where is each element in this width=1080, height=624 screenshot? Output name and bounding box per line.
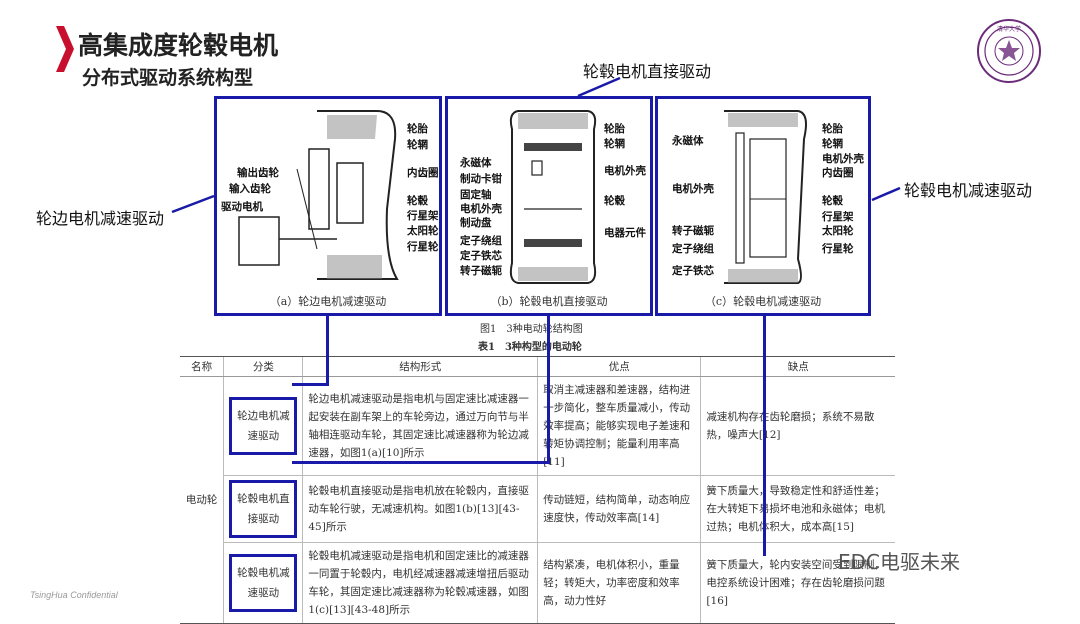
panel-c: 轮胎 永磁体 轮辋 电机外壳 内齿圈 电机外壳 轮毂 行星架 转子磁轭 太阳轮 … [655, 96, 871, 316]
connector-b [547, 316, 550, 464]
label-b-9: 电器元件 [604, 227, 646, 239]
table-row: 轮毂电机减速驱动 轮毂电机减速驱动是指电机和固定速比的减速器一同置于轮毂内，电机… [180, 542, 895, 624]
cons-1: 簧下质量大，导致稳定性和舒适性差；在大转矩下易损坏电池和永磁体；电机过热；电机体… [700, 475, 895, 543]
label-c-6: 轮毂 [822, 195, 843, 207]
connector-c [763, 316, 766, 556]
structure-0: 轮边电机减速驱动是指电机与固定速比减速器一起安装在副车架上的车轮旁边，通过万向节… [302, 376, 538, 476]
figure-caption: 图1 3种电动轮结构图 [480, 324, 583, 335]
category-wheel-side: 轮边电机减速驱动 [229, 397, 298, 455]
label-c-2: 轮辋 [822, 138, 843, 150]
label-a-3: 内齿圈 [407, 167, 439, 179]
label-c-12: 定子铁芯 [672, 265, 714, 277]
panel-b: 轮胎 轮辋 永磁体 电机外壳 制动卡钳 固定轴 轮毂 电机外壳 制动盘 电器元件… [445, 96, 653, 316]
callout-hub-reduction: 轮毂电机减速驱动 [904, 181, 1033, 200]
page-subtitle: 分布式驱动系统构型 [82, 67, 254, 89]
label-c-0: 轮胎 [822, 123, 843, 135]
label-a-9: 行星轮 [407, 241, 439, 253]
panel-a: 轮胎 轮辋 输出齿轮 内齿圈 输入齿轮 驱动电机 轮毂 行星架 太阳轮 行星轮 … [214, 96, 442, 316]
group-name: 电动轮 [180, 376, 224, 624]
caption-c: （c）轮毂电机减速驱动 [704, 295, 822, 308]
label-b-0: 轮胎 [604, 123, 625, 135]
label-b-5: 固定轴 [460, 189, 492, 201]
label-b-12: 转子磁轭 [460, 265, 502, 277]
label-c-7: 行星架 [822, 211, 854, 223]
caption-b: （b）轮毂电机直接驱动 [490, 295, 608, 308]
direct-drive-diagram [509, 110, 597, 284]
label-b-11: 定子铁芯 [460, 250, 502, 262]
label-b-2: 永磁体 [460, 157, 492, 169]
callout-wheel-side: 轮边电机减速驱动 [36, 209, 165, 228]
footer-text: TsingHua Confidential [30, 590, 118, 600]
header-pros: 优点 [537, 356, 701, 377]
label-a-1: 轮辋 [407, 139, 428, 151]
label-a-6: 轮毂 [407, 195, 428, 207]
logo-text: 清华大学 [997, 25, 1021, 33]
connector-a [326, 316, 329, 386]
label-b-10: 定子绕组 [460, 235, 502, 247]
category-direct: 轮毂电机直接驱动 [229, 480, 298, 538]
label-a-2: 输出齿轮 [237, 167, 279, 179]
label-c-1: 永磁体 [672, 135, 704, 147]
university-seal-logo: 清华大学 [977, 19, 1041, 83]
table-row: 电动轮 轮边电机减速驱动 轮边电机减速驱动是指电机与固定速比减速器一起安装在副车… [180, 376, 895, 624]
label-a-8: 太阳轮 [407, 225, 439, 237]
cons-0: 减速机构存在齿轮磨损；系统不易散热，噪声大[12] [700, 376, 895, 476]
label-c-9: 太阳轮 [822, 225, 854, 237]
label-b-1: 轮辋 [604, 138, 625, 150]
header-name: 名称 [180, 356, 224, 377]
label-c-4: 内齿圈 [822, 167, 854, 179]
pros-1: 传动链短，结构简单，动态响应速度快，传动效率高[14] [537, 475, 701, 543]
page-title: 高集成度轮毂电机 [78, 31, 279, 60]
watermark-text: EDC电驱未来 [838, 550, 961, 574]
table-row: 轮毂电机直接驱动 轮毂电机直接驱动是指电机放在轮毂内，直接驱动车轮行驶，无减速机… [180, 475, 895, 543]
caption-a: （a）轮边电机减速驱动 [269, 295, 387, 308]
table-header-row: 名称 分类 结构形式 优点 缺点 [180, 356, 895, 377]
pros-0: 取消主减速器和差速器，结构进一步简化，整车质量减小，传动效率提高；能够实现电子差… [537, 376, 701, 476]
hub-reduction-diagram [724, 110, 807, 284]
header-cons: 缺点 [700, 356, 895, 377]
label-b-7: 电机外壳 [460, 203, 502, 215]
label-b-3: 电机外壳 [604, 165, 646, 177]
label-c-11: 行星轮 [822, 243, 854, 255]
connector-a-h [292, 383, 329, 386]
structure-2: 轮毂电机减速驱动是指电机和固定速比的减速器一同置于轮毂内，电机经减速器减速增扭后… [302, 542, 538, 624]
callout-direct-drive: 轮毂电机直接驱动 [583, 62, 712, 81]
header-category: 分类 [223, 356, 303, 377]
label-c-5: 电机外壳 [672, 183, 714, 195]
label-a-7: 行星架 [407, 210, 439, 222]
label-a-4: 输入齿轮 [229, 183, 271, 195]
category-hub-reduction: 轮毂电机减速驱动 [229, 554, 298, 612]
header-structure: 结构形式 [302, 356, 538, 377]
label-a-0: 轮胎 [407, 123, 428, 135]
label-b-6: 轮毂 [604, 195, 625, 207]
chevron-icon [56, 26, 74, 72]
structure-1: 轮毂电机直接驱动是指电机放在轮毂内，直接驱动车轮行驶，无减速机构。如图1(b)[… [302, 475, 538, 543]
connector-b-h [292, 461, 550, 464]
wheel-side-diagram [238, 110, 399, 280]
label-c-3: 电机外壳 [822, 153, 864, 165]
label-a-5: 驱动电机 [221, 201, 263, 213]
label-c-10: 定子绕组 [672, 243, 714, 255]
table-caption: 表1 3种构型的电动轮 [478, 342, 582, 353]
comparison-table: 名称 分类 结构形式 优点 缺点 电动轮 轮边电机减速驱动 轮边电机减速驱动是指… [180, 356, 895, 624]
label-b-4: 制动卡钳 [460, 173, 502, 185]
label-c-8: 转子磁轭 [672, 225, 714, 237]
label-b-8: 制动盘 [460, 217, 492, 229]
pros-2: 结构紧凑，电机体积小，重量轻；转矩大，功率密度和效率高，动力性好 [537, 542, 701, 624]
